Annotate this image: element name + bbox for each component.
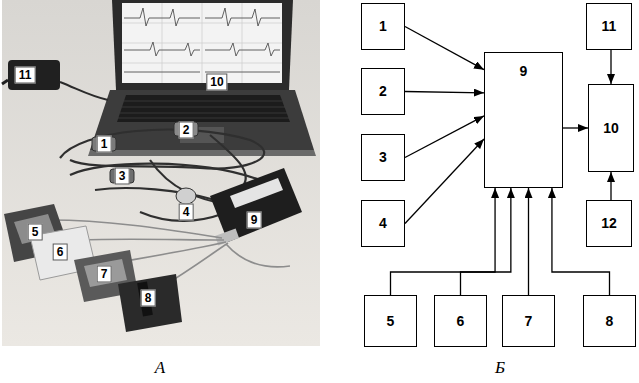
block-number: 7 [525, 313, 533, 330]
callout-number: 8 [141, 290, 156, 307]
block-box: 3 [361, 134, 405, 181]
electrode-clips [4, 204, 182, 332]
signal-arrow [461, 188, 511, 295]
amplifier-unit [210, 168, 302, 245]
callout-number: 9 [247, 212, 262, 229]
callout-number: 3 [115, 168, 130, 185]
block-box: 11 [586, 3, 632, 50]
block-number: 6 [457, 313, 465, 330]
callout-number: 5 [28, 224, 43, 241]
block-box: 6 [434, 295, 487, 347]
block-box: 7 [502, 295, 555, 347]
block-box: 9 [484, 52, 563, 188]
callout-number: 4 [179, 204, 194, 221]
block-number: 3 [379, 149, 387, 166]
block-number: 4 [379, 215, 387, 232]
callout-number: 10 [206, 74, 227, 91]
block-number: 1 [379, 18, 387, 35]
block-box: 4 [361, 200, 405, 247]
callout-number: 1 [97, 136, 112, 153]
block-number: 12 [601, 215, 617, 232]
panel-caption: Б [495, 358, 505, 378]
block-box: 5 [364, 295, 417, 347]
block-box: 12 [586, 200, 632, 247]
power-adapter [2, 60, 108, 100]
signal-arrow [563, 127, 588, 128]
callout-number: 6 [53, 244, 68, 261]
block-box: 10 [588, 84, 634, 172]
signal-arrow [610, 50, 611, 84]
photo-ground [2, 0, 320, 346]
block-number: 8 [606, 313, 614, 330]
signal-arrow [405, 27, 484, 70]
sensor-units [92, 122, 198, 204]
block-box: 8 [583, 295, 636, 347]
block-number: 9 [520, 63, 528, 80]
panel-caption: А [155, 358, 165, 378]
block-number: 10 [603, 120, 619, 137]
signal-arrow [528, 188, 529, 295]
block-number: 2 [379, 83, 387, 100]
block-number: 11 [602, 18, 617, 35]
callout-number: 2 [179, 122, 194, 139]
block-box: 2 [361, 68, 405, 115]
signal-arrow [405, 92, 484, 93]
callout-number: 7 [97, 266, 112, 283]
block-box: 1 [361, 3, 405, 50]
signal-arrow [391, 188, 496, 295]
callout-number: 11 [15, 67, 36, 84]
signal-arrow [610, 172, 611, 200]
signal-arrow [405, 139, 484, 223]
block-number: 5 [387, 313, 395, 330]
